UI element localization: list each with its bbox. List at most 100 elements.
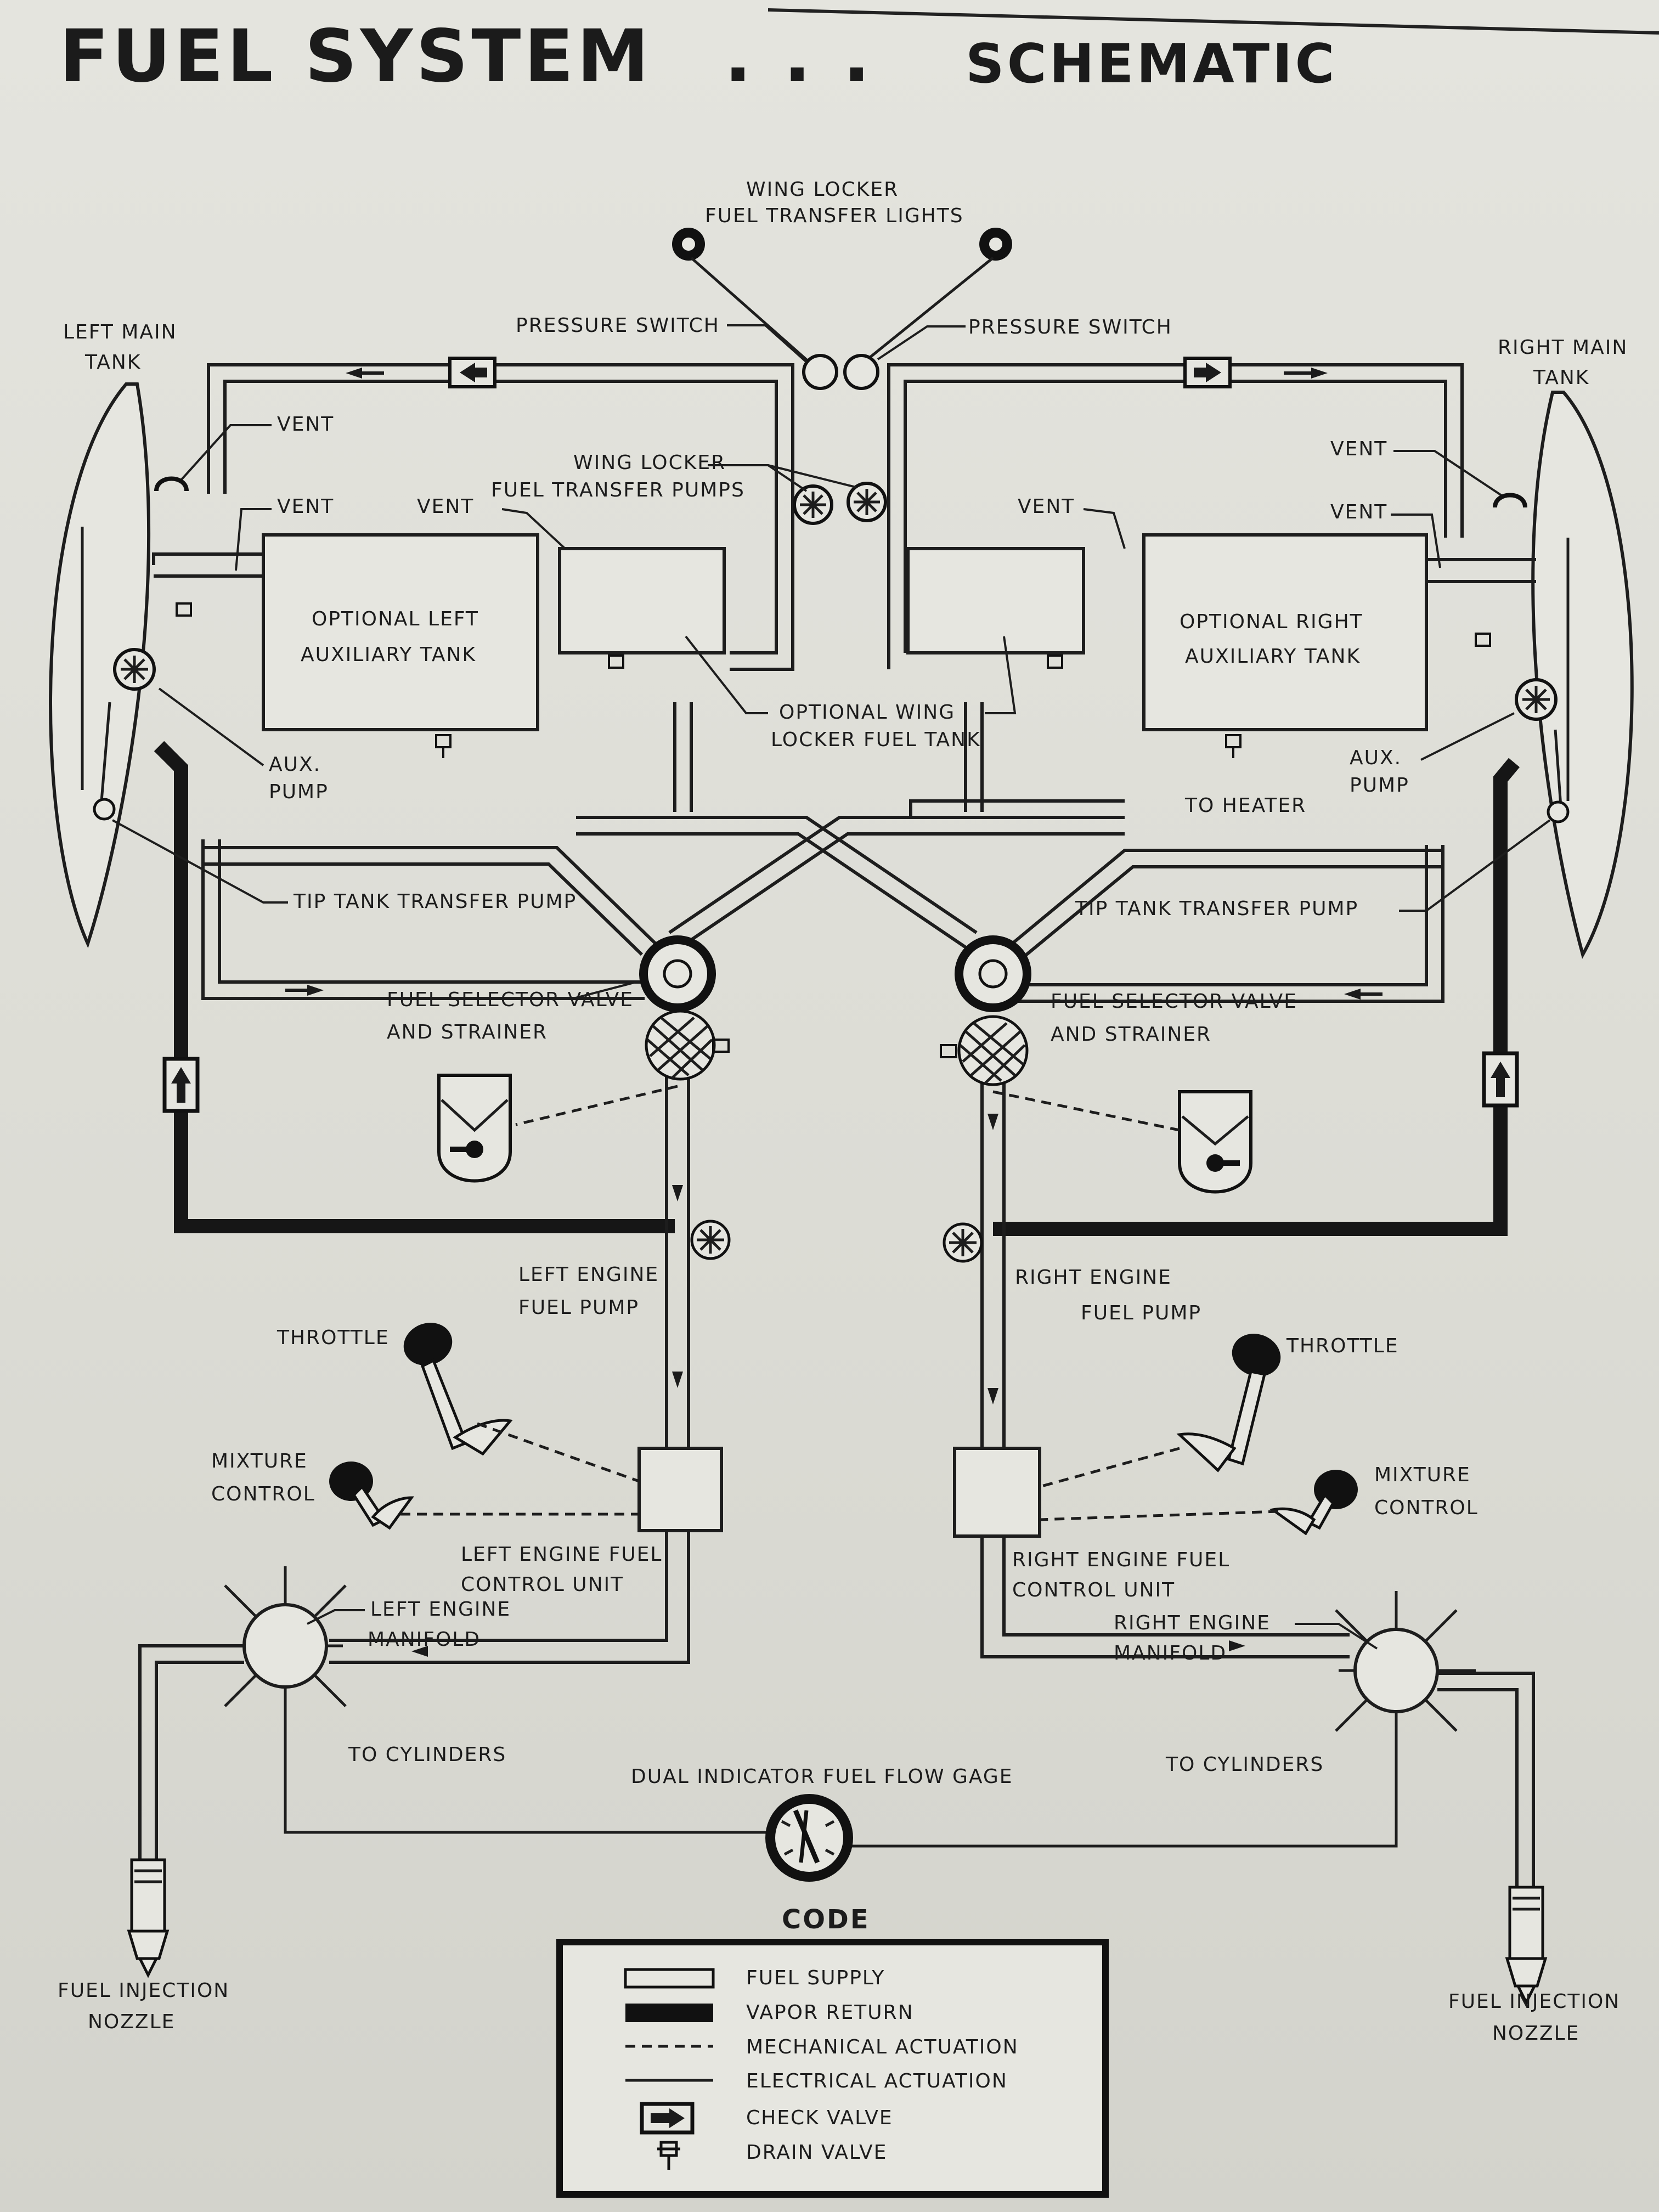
left-main-tank-label-1: LEFT MAIN — [63, 321, 177, 343]
vent-label-left-1: VENT — [277, 413, 334, 436]
left-aux-pump: AUX. PUMP — [93, 648, 329, 821]
aux-pump-right-label-1: AUX. — [1350, 747, 1402, 769]
title-main: FUEL SYSTEM — [59, 14, 652, 99]
left-fcu-label-2: CONTROL UNIT — [461, 1573, 624, 1596]
pump-icon — [113, 648, 156, 691]
right-fcu-label-2: CONTROL UNIT — [1012, 1579, 1175, 1601]
mixture-knob-icon — [1269, 1470, 1358, 1536]
right-main-tank-label-2: TANK — [1533, 366, 1589, 389]
vent-icon — [1493, 493, 1527, 508]
vent-label-right-1: VENT — [1330, 438, 1387, 460]
title-sub: SCHEMATIC — [966, 33, 1337, 95]
right-selector-handle-icon — [1178, 1090, 1252, 1194]
check-valve-icon — [448, 357, 496, 388]
opt-left-aux-label-2: AUXILIARY TANK — [301, 644, 476, 666]
left-fuel-pump-label-2: FUEL PUMP — [518, 1296, 639, 1319]
drain-valve-icon — [1225, 734, 1242, 758]
wing-locker-lights: WING LOCKER FUEL TRANSFER LIGHTS — [672, 178, 1012, 363]
selector-right-label-1: FUEL SELECTOR VALVE — [1051, 990, 1297, 1013]
legend-item-electrical-actuation: ELECTRICAL ACTUATION — [625, 2070, 1007, 2092]
aux-pump-left-label-2: PUMP — [269, 781, 329, 803]
right-throttle: THROTTLE — [1176, 1334, 1399, 1472]
left-main-tank — [49, 382, 151, 949]
left-auxiliary-tank: OPTIONAL LEFT AUXILIARY TANK — [262, 533, 539, 758]
check-valve-icon — [1482, 1051, 1519, 1108]
selector-left-label-1: FUEL SELECTOR VALVE — [387, 989, 634, 1011]
left-throttle: THROTTLE — [276, 1323, 513, 1456]
mixture-left-label-1: MIXTURE — [211, 1450, 308, 1472]
wing-locker-pumps-label-1: WING LOCKER — [573, 452, 726, 474]
pressure-switch-right-label: PRESSURE SWITCH — [968, 316, 1172, 338]
drain-valve-icon — [435, 734, 452, 758]
pump-icon — [943, 1222, 983, 1263]
wing-locker-tank-right — [906, 547, 1085, 669]
pressure-switch-left-label: PRESSURE SWITCH — [516, 314, 720, 337]
opt-right-aux-label-1: OPTIONAL RIGHT — [1180, 611, 1363, 633]
legend-label: FUEL SUPPLY — [746, 1967, 885, 1989]
throttle-right-label: THROTTLE — [1286, 1335, 1399, 1357]
pump-icon — [793, 484, 833, 525]
right-main-tank — [1531, 391, 1634, 959]
throttle-left-label: THROTTLE — [276, 1327, 390, 1349]
left-fuel-pump-label-1: LEFT ENGINE — [518, 1263, 659, 1286]
check-valve-icon — [162, 1057, 200, 1113]
fuel-injection-nozzle-right: FUEL INJECTION NOZZLE — [1448, 1886, 1619, 2045]
fuel-supply-lines — [152, 363, 1536, 1664]
right-engine-manifold: RIGHT ENGINE MANIFOLD TO CYLINDERS — [1114, 1591, 1476, 1776]
pump-icon — [690, 1220, 731, 1260]
wing-locker-pumps-label-2: FUEL TRANSFER PUMPS — [491, 479, 745, 501]
left-mixture-control: MIXTURE CONTROL — [211, 1450, 414, 1530]
wing-locker-tank-left — [558, 547, 726, 669]
warning-light-icon — [979, 228, 1012, 261]
mixture-left-label-2: CONTROL — [211, 1483, 315, 1505]
to-cylinders-left-label: TO CYLINDERS — [348, 1743, 506, 1766]
strainer-icon — [645, 1009, 716, 1081]
right-fuel-pump-label-2: FUEL PUMP — [1081, 1302, 1201, 1324]
legend-item-vapor-return: VAPOR RETURN — [625, 2001, 913, 2024]
mixture-right-label-1: MIXTURE — [1374, 1464, 1471, 1486]
fuel-flow-gage: DUAL INDICATOR FUEL FLOW GAGE — [631, 1765, 1013, 1882]
right-fuel-selector-valve: FUEL SELECTOR VALVE AND STRAINER — [940, 935, 1297, 1086]
drain-valve-icon — [176, 602, 192, 617]
left-selector-handle-icon — [437, 1074, 512, 1183]
legend-label: CHECK VALVE — [746, 2107, 893, 2129]
drain-valve-icon — [1475, 633, 1491, 647]
opt-wing-locker-label-2: LOCKER FUEL TANK — [771, 729, 981, 751]
right-manifold-label-1: RIGHT ENGINE — [1114, 1612, 1271, 1634]
legend-item-mechanical-actuation: MECHANICAL ACTUATION — [625, 2036, 1019, 2058]
drain-valve-icon — [657, 2141, 680, 2170]
wing-locker-pumps: WING LOCKER FUEL TRANSFER PUMPS — [491, 452, 887, 525]
nozzle-left-label-1: FUEL INJECTION — [58, 1979, 229, 2002]
vent-label-right-3: VENT — [1018, 495, 1075, 518]
to-heater-label: TO HEATER — [1184, 794, 1306, 817]
strainer-icon — [957, 1015, 1029, 1086]
legend-label: MECHANICAL ACTUATION — [746, 2036, 1019, 2058]
vapor-return-lines — [154, 741, 1520, 1236]
fuel-flow-gage-label: DUAL INDICATOR FUEL FLOW GAGE — [631, 1765, 1013, 1788]
left-engine-fuel-pump: LEFT ENGINE FUEL PUMP — [518, 1220, 731, 1319]
right-fcu-label-1: RIGHT ENGINE FUEL — [1012, 1549, 1230, 1571]
tip-tank-right-label: TIP TANK TRANSFER PUMP — [1075, 898, 1358, 920]
aux-pump-right-label-2: PUMP — [1350, 774, 1409, 797]
legend: CODE FUEL SUPPLY VAPOR RETURN MECHANICAL… — [556, 1904, 1109, 2198]
nozzle-left-label-2: NOZZLE — [88, 2011, 175, 2033]
vent-label-left-2: VENT — [277, 495, 334, 518]
aux-pump-left-label-1: AUX. — [269, 753, 321, 776]
left-fuel-control-unit: LEFT ENGINE FUEL CONTROL UNIT — [461, 1447, 723, 1596]
pump-icon — [847, 482, 887, 522]
right-main-tank-label-1: RIGHT MAIN — [1498, 336, 1628, 359]
vent-label-left-3: VENT — [417, 495, 474, 518]
vent-icon — [154, 476, 189, 492]
right-mixture-control: MIXTURE CONTROL — [1269, 1464, 1477, 1536]
left-fuel-selector-valve: FUEL SELECTOR VALVE AND STRAINER — [387, 935, 730, 1081]
pressure-switch-icon — [802, 354, 838, 390]
check-valve-icon — [1183, 357, 1232, 388]
vent-label-right-2: VENT — [1330, 501, 1387, 523]
right-fuel-control-unit: RIGHT ENGINE FUEL CONTROL UNIT — [953, 1447, 1230, 1601]
selector-left-label-2: AND STRAINER — [387, 1021, 548, 1043]
legend-item-drain-valve: DRAIN VALVE — [657, 2141, 886, 2170]
to-cylinders-right-label: TO CYLINDERS — [1165, 1753, 1324, 1776]
left-manifold-label-1: LEFT ENGINE — [370, 1598, 511, 1621]
